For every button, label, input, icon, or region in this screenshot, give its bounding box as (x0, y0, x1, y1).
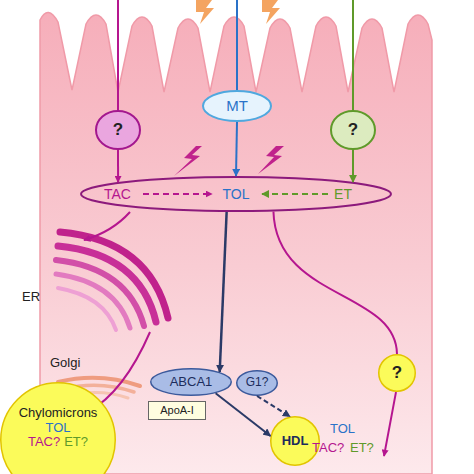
transporter-ellipse: ABCA1 (150, 368, 232, 396)
text-label: TOL (330, 422, 355, 436)
connector-arrow (257, 396, 290, 417)
vitamin-pool-ellipse: TAC TOL ET (80, 176, 392, 212)
connector-arrow (216, 393, 271, 436)
lightning-symbol (174, 146, 202, 176)
node-text: ? (392, 363, 402, 383)
transporter-ellipse: MT (202, 90, 272, 122)
text-row: TOL (45, 421, 70, 436)
node-shape (203, 91, 271, 121)
conversion-arrow (143, 193, 212, 195)
uptake-line (352, 0, 354, 111)
node-text: ABCA1 (170, 375, 213, 390)
uptake-line (236, 0, 238, 91)
node-text: TAC (104, 186, 131, 202)
node-text: ? (348, 120, 358, 140)
connector-arrow (273, 211, 397, 354)
transporter-circle: ? (378, 354, 416, 392)
lightning-symbol (262, 0, 280, 24)
node-shape (379, 355, 416, 392)
node-shape (237, 371, 278, 396)
text-label: TAC? (312, 441, 344, 455)
text-row: TAC? ET? (28, 435, 88, 450)
connector-arrow (352, 150, 354, 182)
node-text: HDL (282, 434, 309, 449)
node-content: ? (378, 354, 416, 392)
node-shape (331, 111, 375, 149)
node-content: ABCA1 (150, 368, 232, 396)
lightning-symbol (258, 146, 284, 174)
node-shape (81, 177, 391, 211)
node-shape (271, 417, 320, 466)
node-text: ApoA-I (160, 404, 194, 417)
uptake-line (117, 0, 119, 111)
text-label: Golgi (50, 356, 80, 370)
node-text: ? (113, 120, 123, 140)
node-shape (1, 383, 116, 474)
transporter-ellipse: ? (95, 110, 141, 150)
connector-arrow (220, 212, 227, 372)
pathway-arrow (84, 212, 130, 240)
node-content: MT (202, 90, 272, 122)
text-label: ET? (350, 441, 374, 455)
apolipoprotein-box: ApoA-I (148, 401, 206, 420)
node-content: ChylomicronsTOLTAC? ET? (0, 382, 116, 474)
transporter-ellipse: G1? (236, 370, 278, 396)
er-illustration (56, 232, 168, 330)
node-content: ApoA-I (149, 402, 205, 419)
er-membrane (58, 288, 116, 330)
text-label: ER (22, 290, 40, 304)
connector-arrow (236, 122, 237, 176)
lightning-symbol (196, 0, 214, 24)
node-text: TOL (45, 421, 70, 436)
node-text: TAC? (28, 435, 60, 450)
node-text: G1? (246, 376, 269, 390)
node-content: ? (95, 110, 141, 150)
node-text: ET? (64, 435, 88, 450)
connector-arrow (117, 150, 119, 182)
node-shape (151, 369, 232, 396)
er-membrane (56, 260, 144, 326)
lipoprotein-circle: ChylomicronsTOLTAC? ET? (0, 382, 116, 474)
transporter-ellipse: ? (330, 110, 376, 150)
node-text: MT (226, 97, 248, 114)
node-text: TOL (223, 186, 250, 202)
node-shape (96, 111, 140, 149)
conversion-arrow (262, 193, 328, 195)
node-content: ? (330, 110, 376, 150)
node-text: ET (334, 186, 352, 202)
node-text: Chylomicrons (19, 406, 98, 421)
pathway-arrow (384, 392, 396, 456)
text-row: Chylomicrons (19, 406, 98, 421)
node-content: G1? (236, 370, 278, 396)
